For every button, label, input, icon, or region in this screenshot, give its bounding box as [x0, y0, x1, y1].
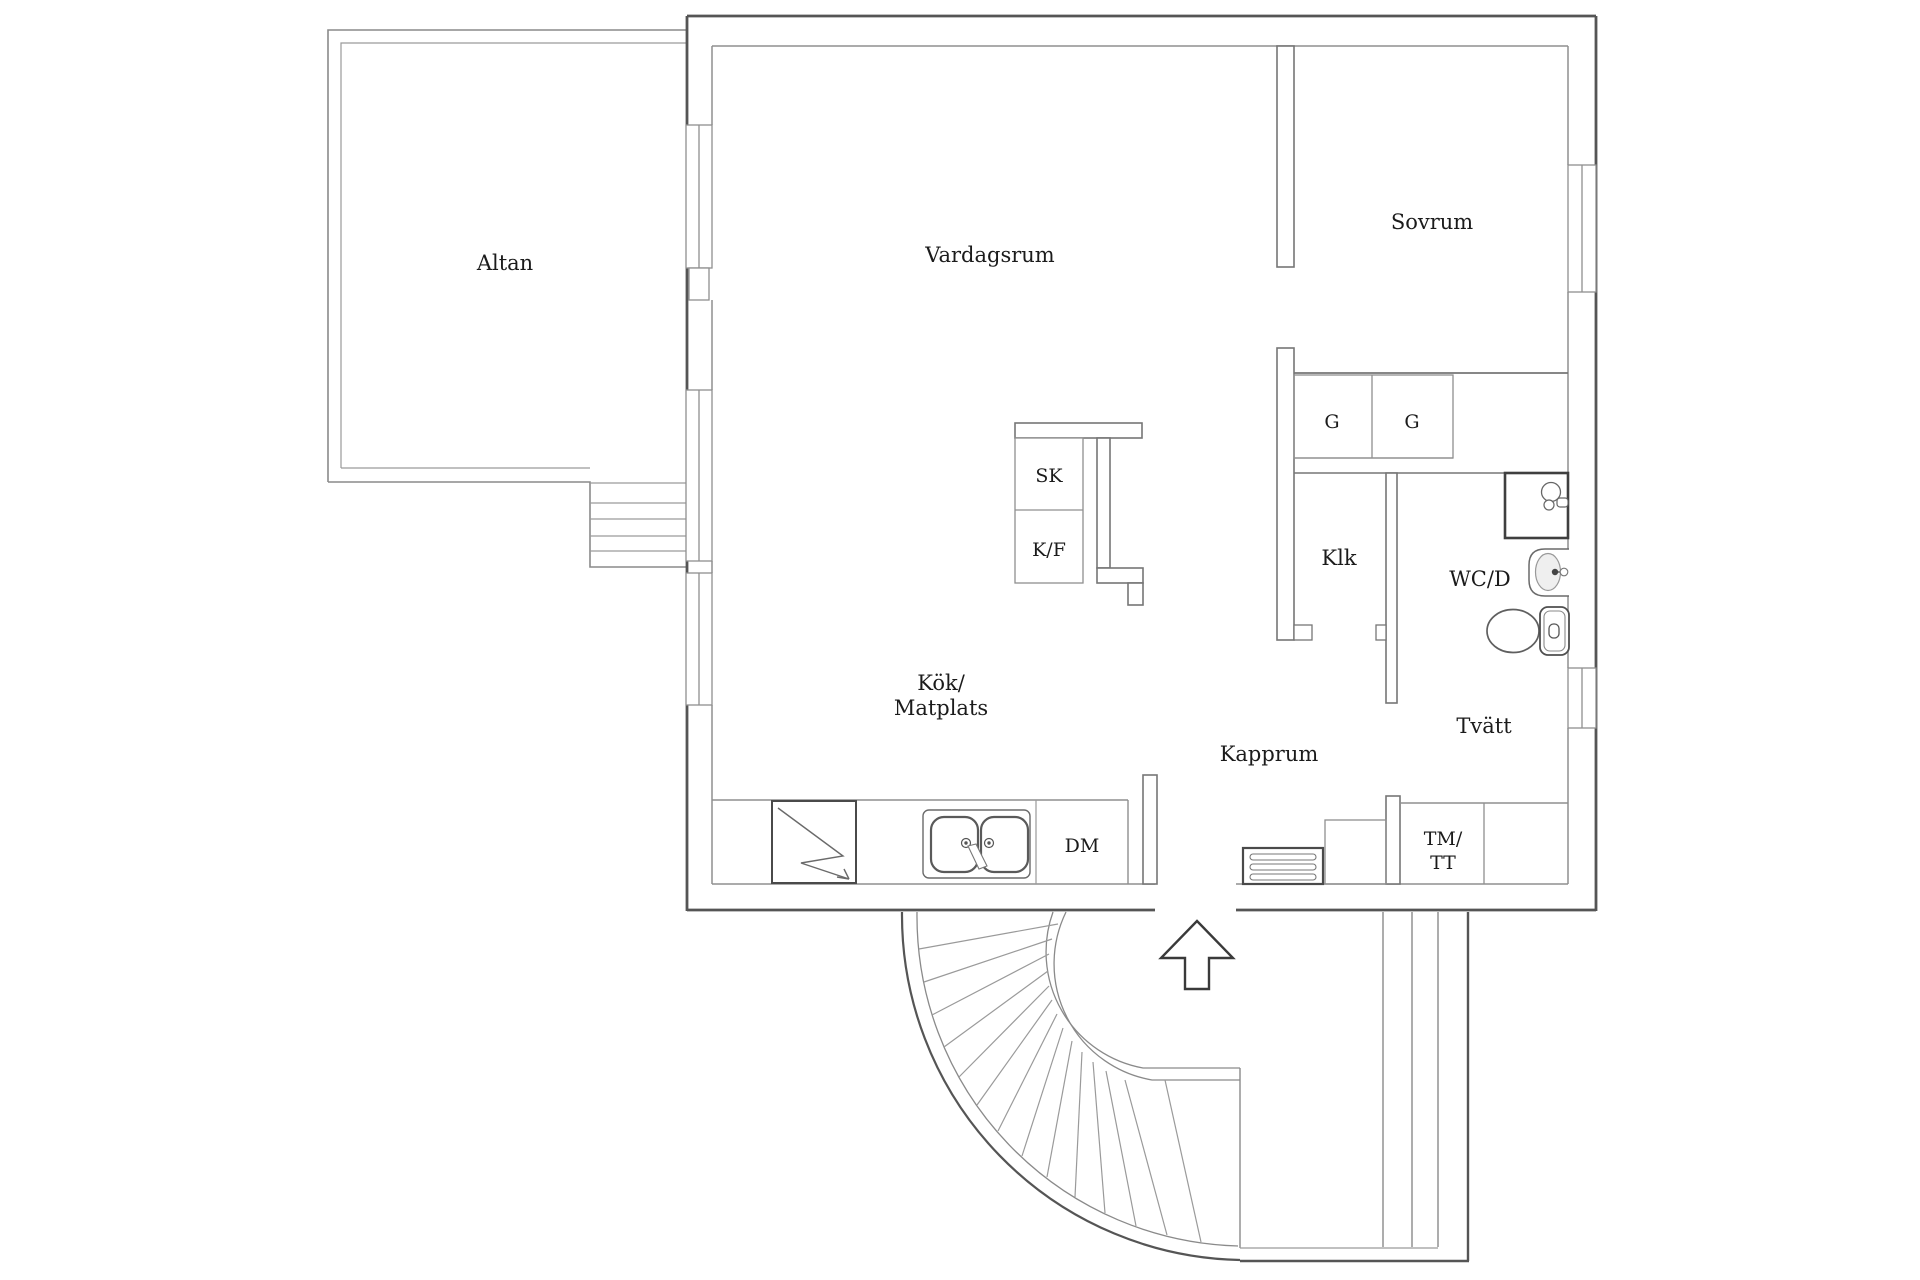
label-wardrobe-1: G — [1324, 411, 1339, 433]
label-dm: DM — [1065, 835, 1100, 857]
label-wcd: WC/D — [1449, 567, 1511, 591]
toilet-flush-button — [1548, 623, 1560, 639]
label-klk: Klk — [1321, 546, 1356, 570]
hall-bench-box — [1324, 819, 1387, 885]
deck-altan — [327, 29, 687, 568]
toilet-bowl — [1486, 608, 1540, 654]
basin-tap-knob — [1559, 567, 1569, 577]
exterior-walls — [685, 14, 1598, 912]
label-vardagsrum: Vardagsrum — [924, 243, 1055, 267]
wall-stub-laundry — [1385, 795, 1401, 885]
wall-vardagsrum-sovrum-upper — [1276, 45, 1295, 268]
labels: Altan Vardagsrum Sovrum G G SK K/F Klk W… — [476, 210, 1512, 874]
pantry-wall-bottom — [1096, 567, 1144, 584]
label-kf: K/F — [1032, 539, 1066, 561]
wall-klk-right — [1385, 472, 1398, 704]
radiator-bar-1 — [1249, 853, 1317, 861]
curved-stair-treads — [918, 923, 1202, 1243]
right-stair-shaft — [1240, 912, 1470, 1263]
kitchen-counter — [712, 799, 1129, 884]
label-tm-line2: TT — [1430, 852, 1456, 874]
sink-faucet-arm — [967, 843, 988, 870]
deck-bottom-edge — [328, 481, 687, 568]
deck-inner-edge — [340, 42, 687, 468]
shower — [1503, 471, 1570, 540]
label-altan: Altan — [476, 251, 533, 275]
label-sk: SK — [1035, 465, 1063, 487]
entrance-arrow-icon — [1158, 919, 1236, 991]
wall-hall-left-lower — [1276, 347, 1295, 641]
label-kok-line1: Kök/ — [917, 671, 965, 695]
label-wardrobe-2: G — [1404, 411, 1419, 433]
basin-tap-dot — [1551, 568, 1559, 576]
sink-tap-left-dot — [964, 841, 968, 845]
pantry-wall-stub — [1127, 582, 1144, 606]
deck-steps — [590, 482, 687, 552]
bathroom-fixtures — [1486, 471, 1570, 656]
label-kok-line2: Matplats — [894, 696, 988, 720]
sink-tap-right-dot — [987, 841, 991, 845]
klk-door-jamb-left — [1293, 624, 1313, 641]
sink-bowl-right — [979, 815, 1030, 874]
exterior-wall-inner-faces — [711, 45, 1569, 885]
toilet — [1486, 606, 1570, 656]
stair-outer-inner-line — [916, 911, 1239, 1247]
klk-door-jamb-right — [1375, 624, 1387, 641]
pantry-wall-right — [1096, 437, 1111, 569]
interior-walls — [1142, 45, 1568, 885]
window-left-sill — [688, 267, 710, 301]
laundry-counter — [1241, 802, 1568, 886]
pantry-unit — [1014, 422, 1144, 606]
wall-stub-kitchen-entrance — [1142, 774, 1158, 885]
stair-inner-second-line — [1053, 911, 1240, 1081]
sink-bowl-left — [929, 815, 980, 874]
stair-outer-edge — [900, 911, 1241, 1262]
wash-basin — [1528, 548, 1569, 597]
label-sovrum: Sovrum — [1391, 210, 1473, 234]
shower-knob-icon — [1543, 499, 1555, 511]
radiator-box — [1241, 846, 1325, 886]
label-tvatt: Tvätt — [1456, 714, 1512, 738]
deck-outer-edge — [327, 29, 687, 482]
stove-zigzag-arrowhead — [836, 868, 850, 880]
radiator-bar-2 — [1249, 863, 1317, 871]
radiator — [1241, 846, 1325, 886]
windows — [685, 124, 1597, 729]
label-tm-line1: TM/ — [1424, 828, 1463, 850]
wardrobes — [1293, 374, 1454, 459]
stove — [771, 800, 857, 884]
label-kapprum: Kapprum — [1220, 742, 1319, 766]
radiator-bar-3 — [1249, 873, 1317, 881]
kitchen-sink — [922, 809, 1031, 879]
curved-staircase — [900, 911, 1241, 1262]
stove-zigzag-icon — [777, 807, 850, 880]
pantry-wall-top — [1014, 422, 1143, 439]
shower-mixer-icon — [1556, 497, 1569, 508]
wardrobe-row-box — [1293, 374, 1454, 459]
